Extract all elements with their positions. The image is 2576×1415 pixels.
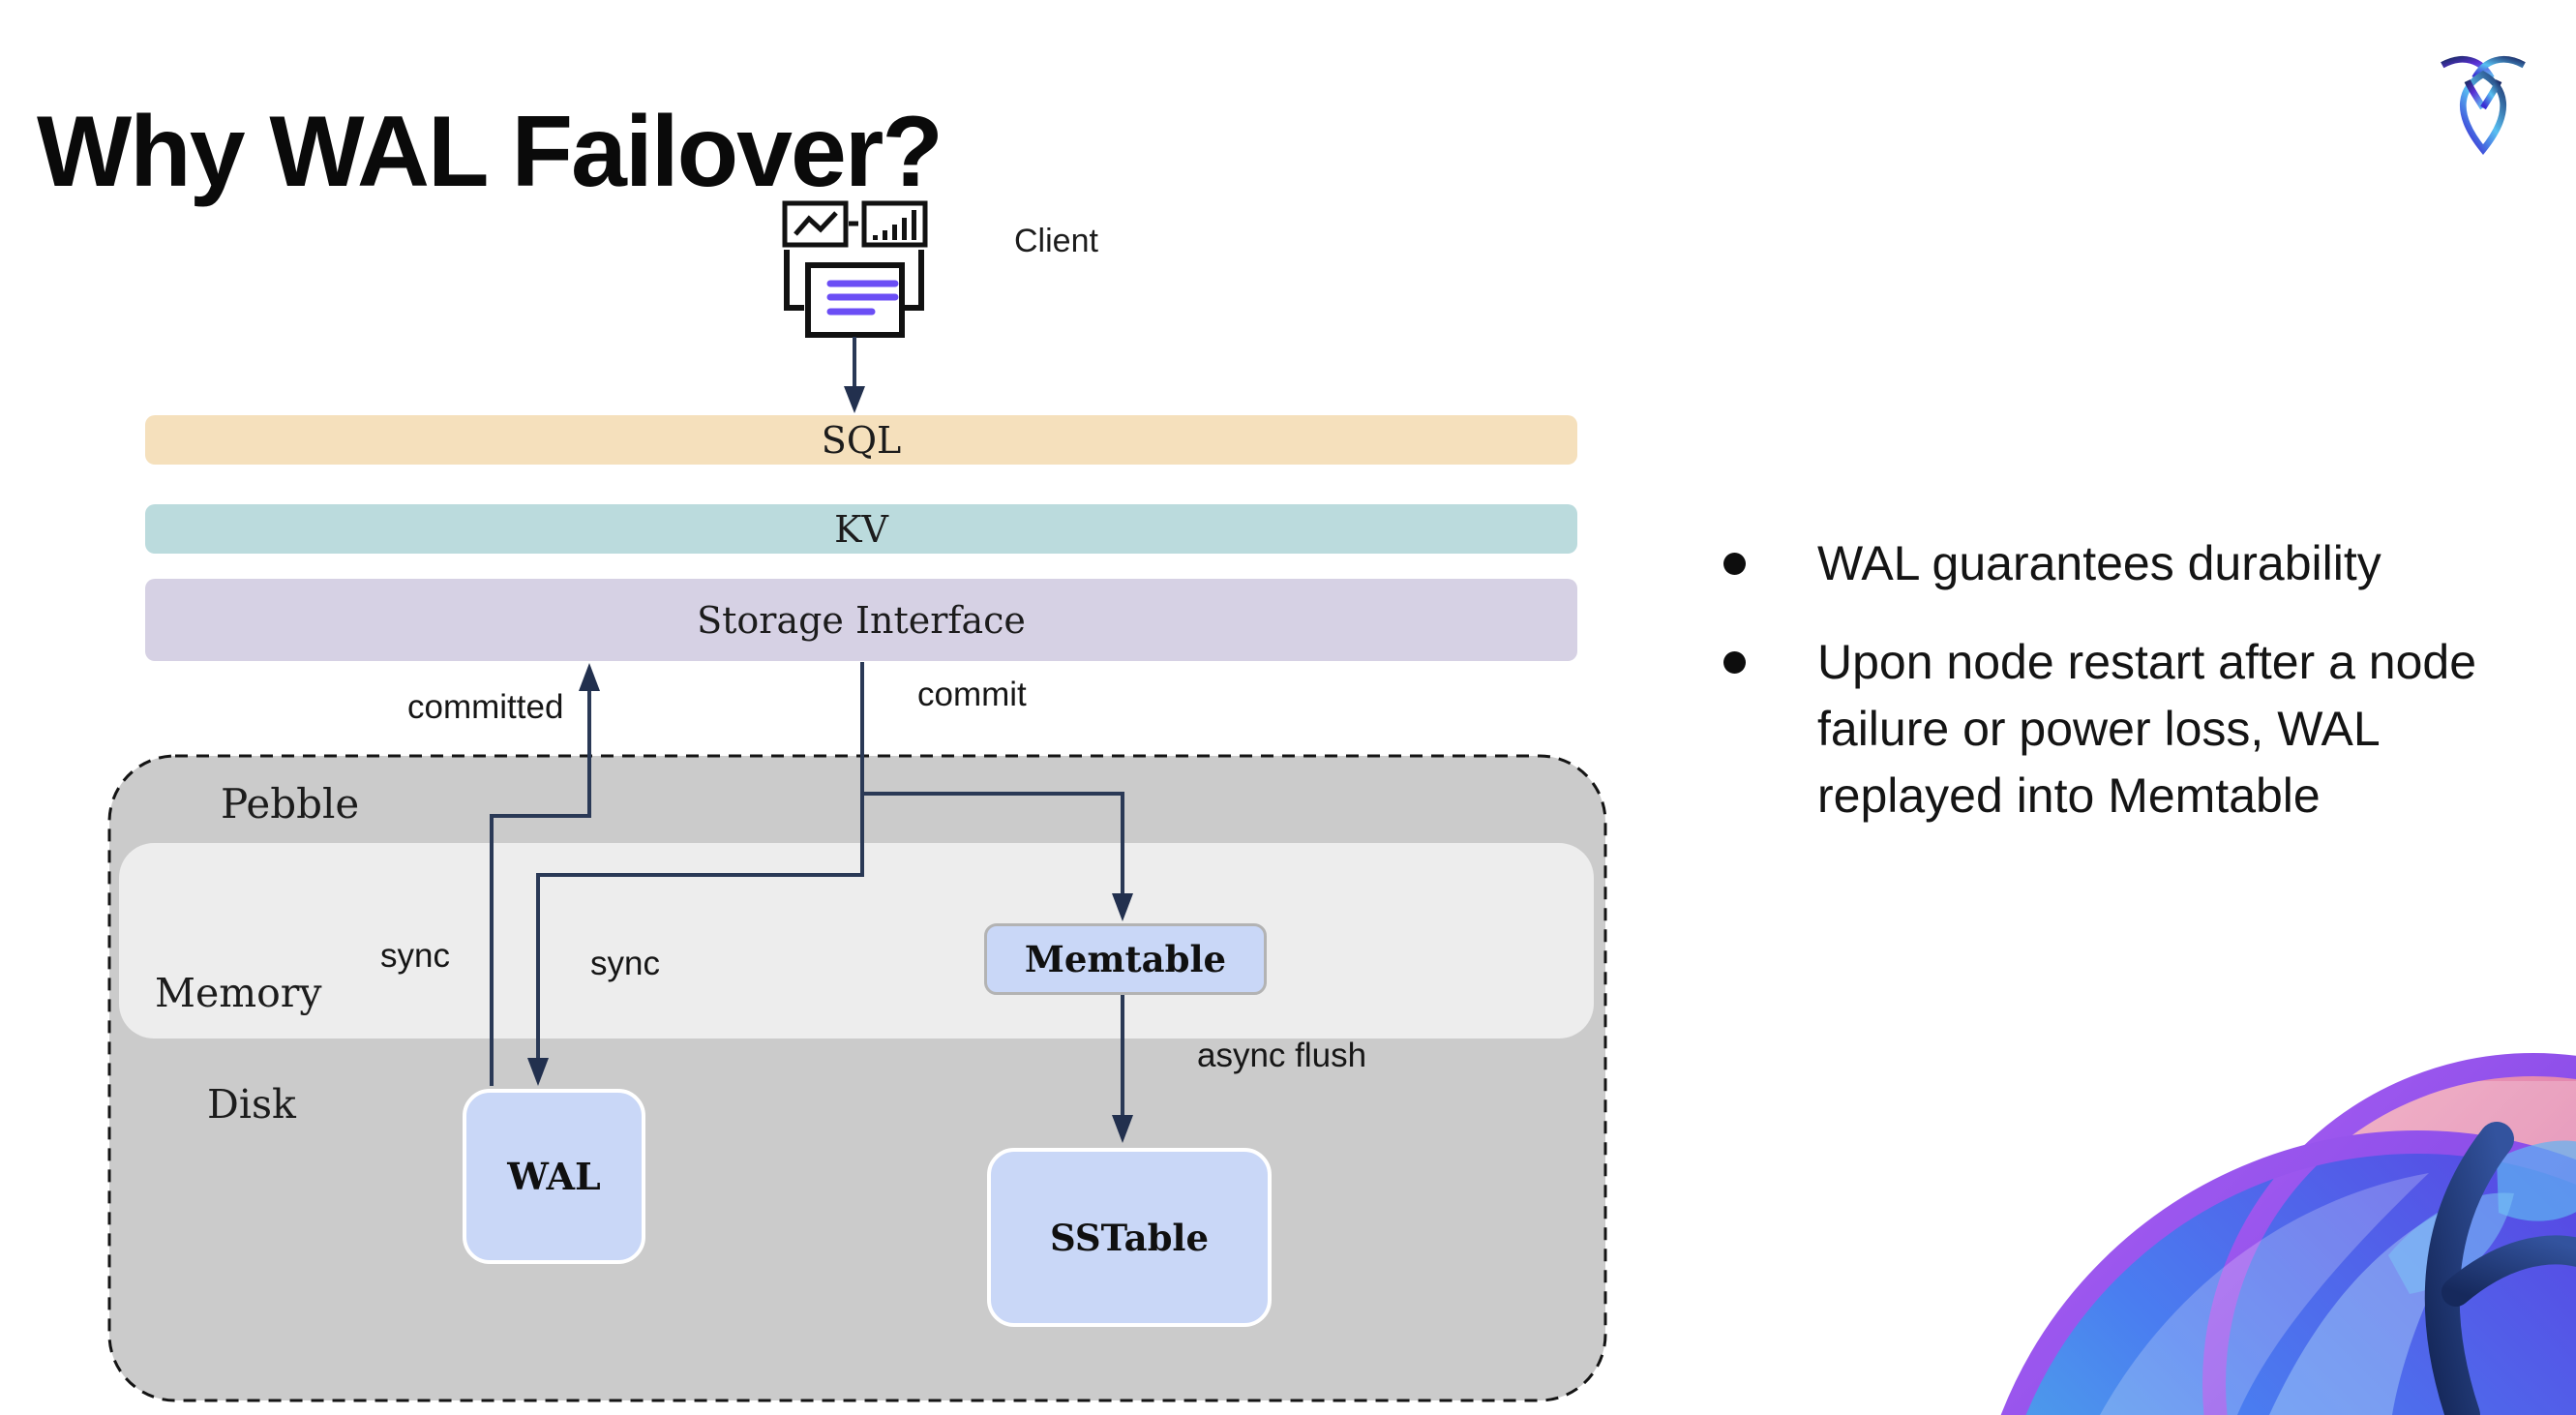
memory-band [119, 843, 1594, 1039]
right-bracket-glyph [904, 250, 924, 311]
edge-commit-to-wal [536, 662, 864, 1059]
node-wal: WAL [463, 1089, 645, 1264]
bullet-list: WAL guarantees durability Upon node rest… [1723, 530, 2546, 829]
edge-committed [490, 690, 591, 1086]
pebble-label: Pebble [221, 780, 360, 828]
cockroachdb-logo-icon [2441, 55, 2526, 155]
disk-label: Disk [207, 1081, 296, 1128]
edge-label-sync-2: sync [590, 945, 660, 982]
line-chart-glyph [794, 211, 838, 236]
node-memtable: Memtable [984, 923, 1267, 995]
left-bracket-glyph [784, 250, 804, 311]
edge-commit-to-memtable [862, 792, 1124, 894]
client-label: Client [1014, 223, 1098, 259]
layer-sql: SQL [145, 415, 1577, 465]
client-workstation-icon [782, 200, 928, 338]
memory-label: Memory [155, 970, 322, 1016]
edge-label-sync-1: sync [380, 937, 450, 975]
arrowheads [527, 386, 1133, 1143]
layer-kv: KV [145, 504, 1577, 554]
edge-label-commit: commit [917, 676, 1027, 713]
node-sstable: SSTable [987, 1148, 1272, 1327]
slide-title: Why WAL Failover? [37, 95, 944, 208]
bullet-item: WAL guarantees durability [1723, 530, 2533, 597]
layer-storage-interface: Storage Interface [145, 579, 1577, 661]
text-lines-glyph [826, 280, 899, 316]
bullet-item: Upon node restart after a node failure o… [1723, 629, 2533, 829]
bar-chart-glyph [873, 210, 916, 240]
cockroachdb-brand-art-icon [2000, 1053, 2576, 1415]
edge-label-async-flush: async flush [1197, 1037, 1367, 1074]
edge-label-committed: committed [407, 688, 564, 726]
